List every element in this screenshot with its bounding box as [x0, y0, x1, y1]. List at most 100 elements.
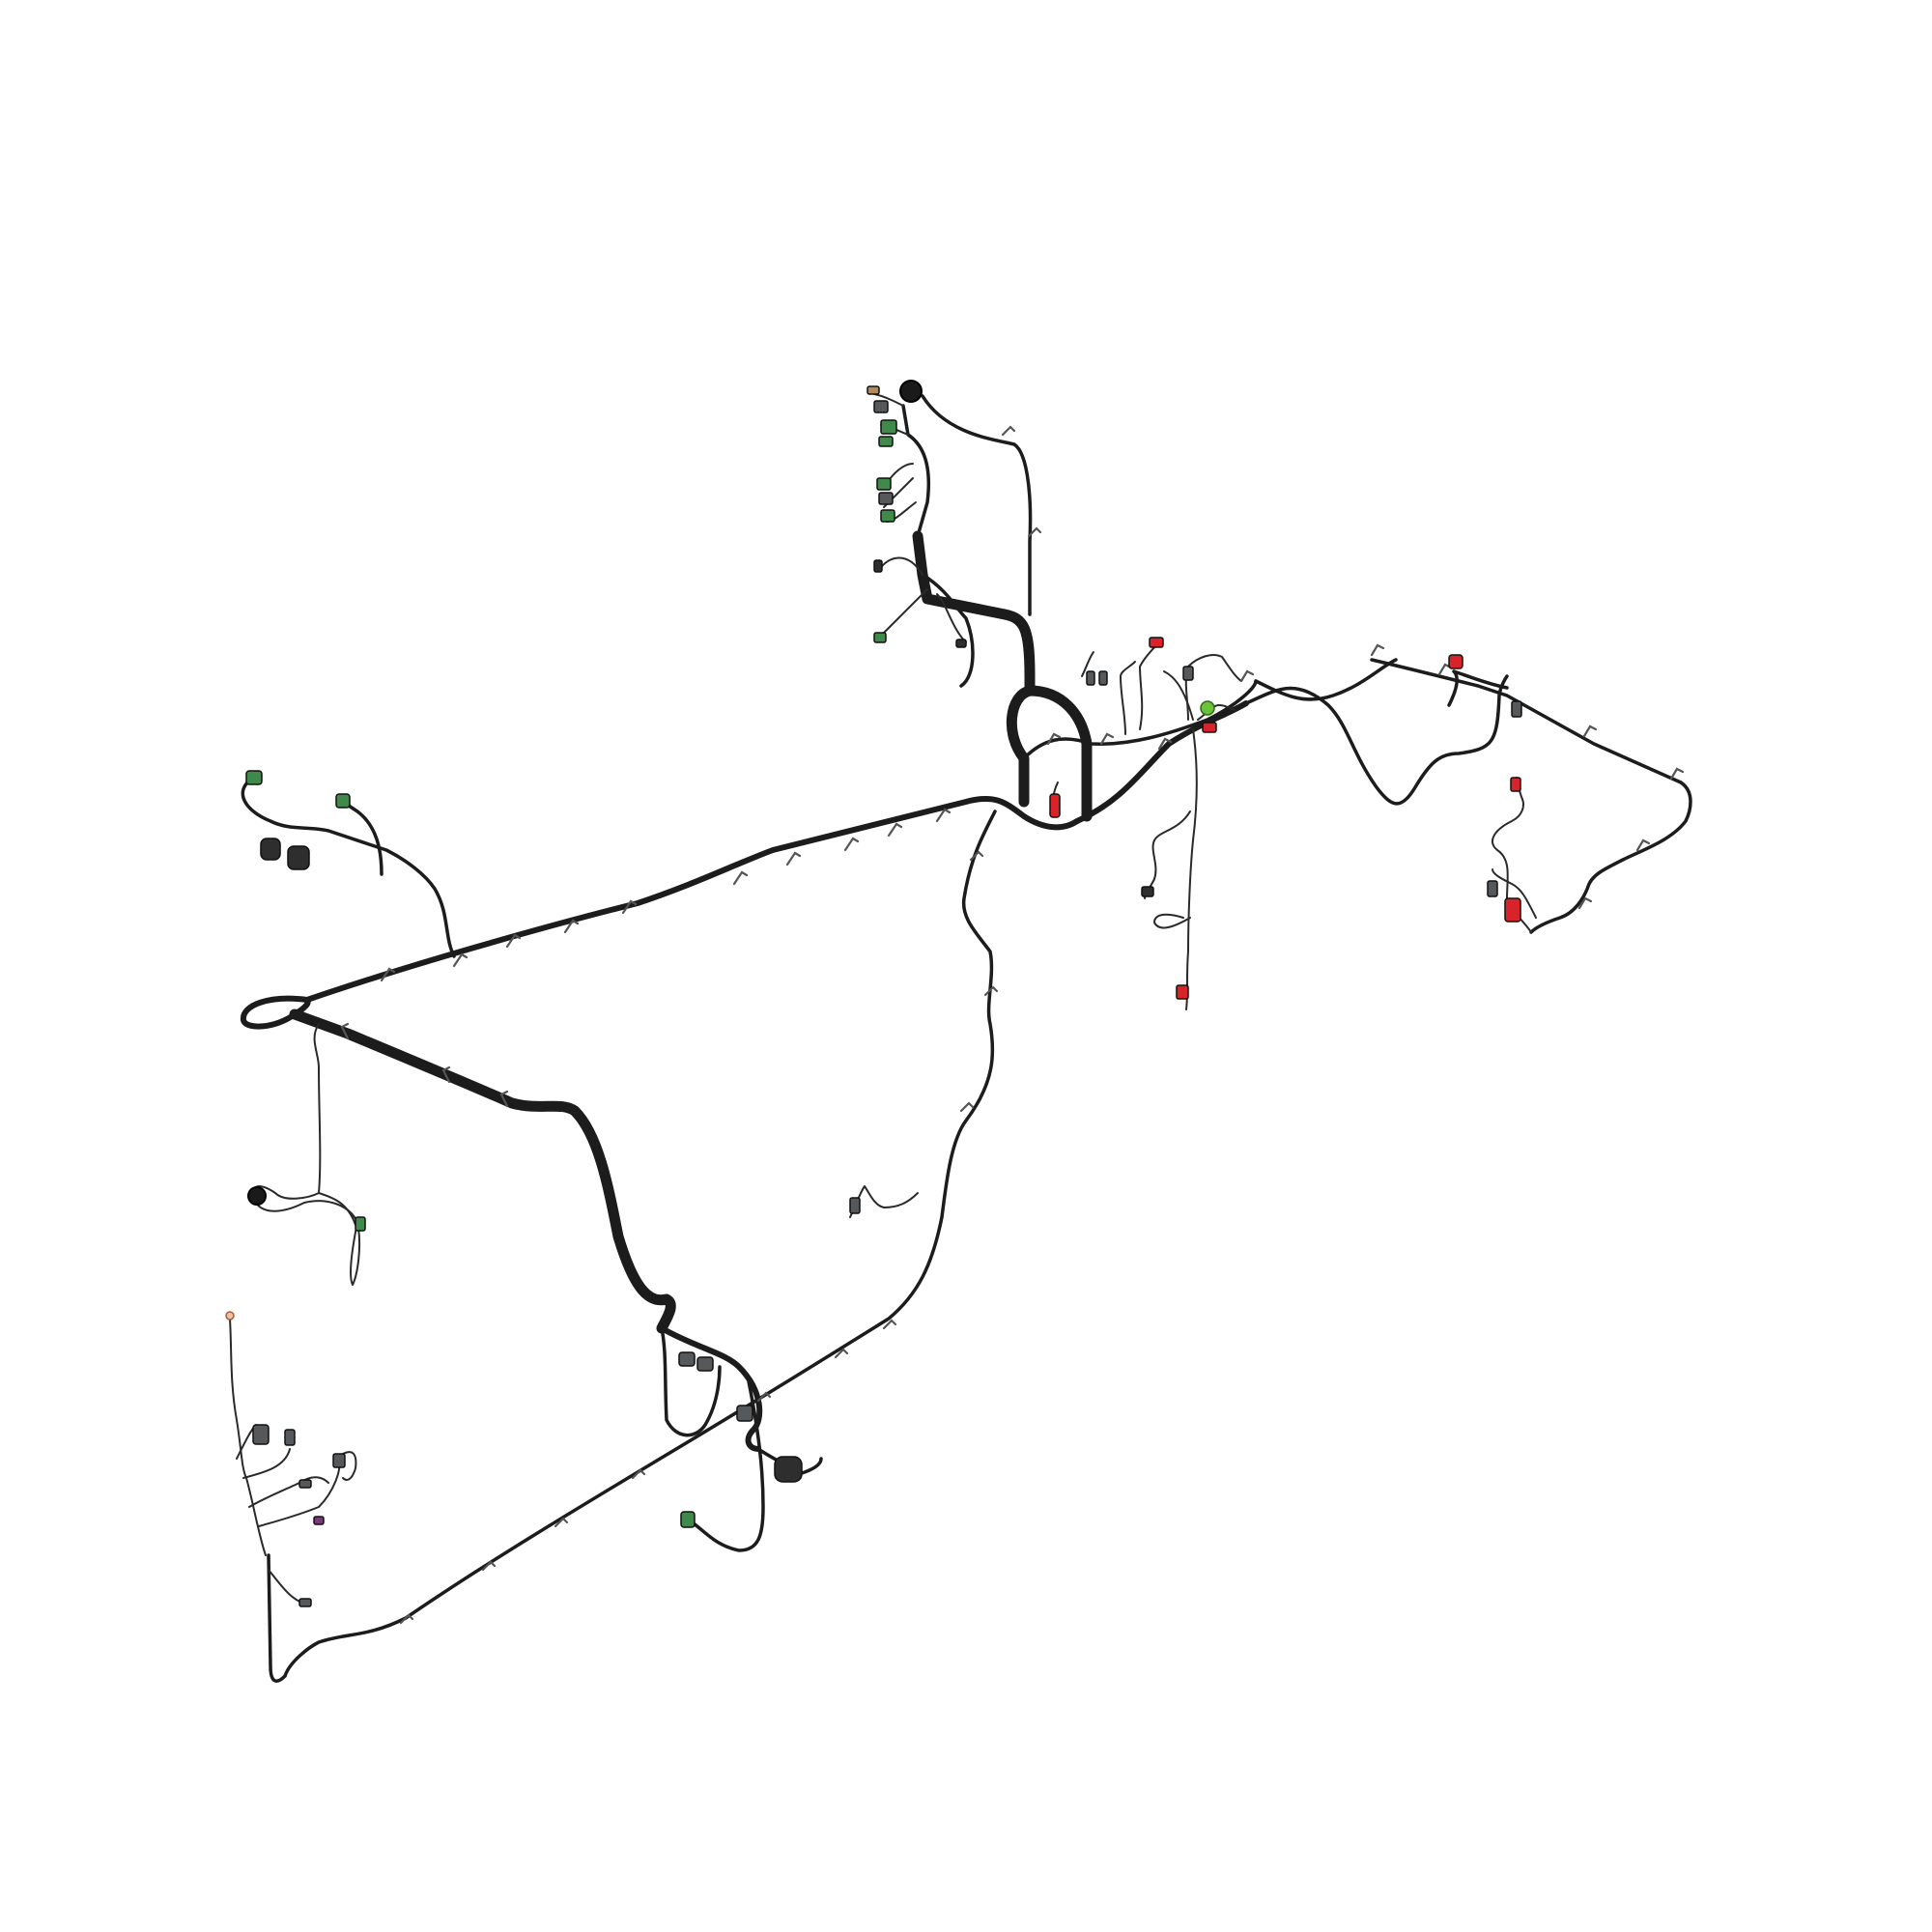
pigtail-connector-5 — [332, 1453, 346, 1468]
clip — [834, 1348, 849, 1359]
upper-right-trunk — [1022, 679, 1258, 760]
clip — [631, 1468, 646, 1480]
clip — [959, 1101, 975, 1113]
right-upper-arc — [1254, 658, 1398, 701]
right-connector-red-2 — [1510, 777, 1521, 792]
pigtail-connector-1 — [252, 1424, 270, 1445]
clip — [1157, 737, 1173, 751]
left-drop-stub — [318, 1192, 356, 1226]
left-branch-a — [241, 776, 456, 958]
upper-fan-8 — [883, 588, 928, 634]
left-connector-green-1 — [245, 770, 263, 785]
clip — [882, 1319, 897, 1330]
upper-connector-dark-1 — [873, 559, 883, 573]
lower-left-pigtail — [229, 1318, 267, 1556]
loop-connector-dark-5 — [849, 1197, 861, 1214]
pigtail-fan-5 — [342, 1451, 357, 1481]
upper-connector-green-5 — [878, 492, 894, 505]
clip — [1027, 526, 1042, 538]
clip — [452, 952, 469, 968]
clip — [756, 1391, 772, 1403]
clip — [1635, 838, 1651, 852]
clip — [1669, 767, 1685, 781]
right-red-y — [1447, 669, 1509, 707]
right-snake-trunk — [1244, 674, 1509, 806]
junction-connector-red-2 — [1149, 637, 1164, 648]
upper-connector-dark-2 — [873, 632, 887, 643]
clip — [340, 1022, 350, 1040]
left-drop-branch — [251, 1023, 361, 1286]
clip — [887, 822, 903, 838]
upper-fan-7 — [936, 593, 967, 643]
bottom-left-return — [267, 1553, 287, 1683]
junction-vertical-drop — [1185, 728, 1198, 1010]
clip — [505, 933, 522, 949]
clip — [1239, 669, 1255, 683]
clip — [1099, 732, 1115, 746]
clip — [441, 1065, 451, 1084]
lower-loop-trunk — [659, 1325, 763, 1452]
junction-loop — [1006, 685, 1093, 822]
junction-connector-dark-1 — [1086, 670, 1095, 686]
junction-drop-loop — [1153, 913, 1191, 929]
center-drop-trunk — [283, 810, 997, 1678]
pigtail-connector-6 — [298, 1598, 312, 1607]
clip — [380, 967, 396, 982]
left-drop-connector — [355, 1216, 366, 1232]
left-upper-trunk — [304, 795, 1080, 1003]
left-connector-green-2 — [335, 793, 351, 809]
clip-group — [340, 425, 1685, 1625]
right-connector-dark-1 — [1511, 700, 1522, 718]
clip — [983, 985, 999, 997]
left-connector-dark-1 — [260, 838, 281, 861]
clip — [1370, 643, 1385, 657]
junction-connector-dark-3 — [1182, 666, 1194, 681]
upper-connector-green-6 — [880, 509, 895, 523]
loop-connector-dark-3 — [736, 1405, 753, 1422]
junction-connector-red-4 — [1176, 984, 1189, 1000]
left-connector-dark-2 — [287, 845, 310, 870]
far-right-drop — [1529, 781, 1692, 934]
junction-connector-red-3 — [1202, 722, 1217, 733]
lower-loop-branch-1 — [660, 1326, 722, 1437]
right-run-drop-2 — [1492, 868, 1537, 919]
clip — [732, 870, 749, 886]
junction-connector-dark-4 — [1141, 886, 1154, 897]
junction-connector-green — [1200, 700, 1215, 716]
junction-branch-4 — [1184, 654, 1242, 721]
junction-branch-3 — [1139, 641, 1160, 730]
upper-stub-branch-1 — [901, 404, 930, 538]
left-hairpin-loop — [241, 995, 311, 1030]
junction-branch-1 — [1081, 651, 1094, 677]
junction-connector-red-1 — [1049, 793, 1061, 818]
vertical-upper-trunk — [912, 530, 1036, 696]
pigtail-fan-2 — [242, 1448, 291, 1479]
upper-round-connector — [899, 380, 923, 403]
upper-connector-dark-3 — [955, 639, 967, 648]
clip — [563, 919, 580, 934]
upper-long-loop — [921, 394, 1033, 616]
pigtail-fan-6 — [268, 1569, 305, 1605]
right-connector-dark-2 — [1487, 880, 1498, 897]
far-right-run — [1370, 658, 1683, 784]
junction-branch-2 — [1120, 661, 1136, 735]
loop-connector-dark-4 — [774, 1456, 803, 1483]
lower-loop-branch-2 — [689, 1379, 765, 1552]
clip — [1046, 732, 1062, 746]
loop-connector-green — [680, 1511, 696, 1528]
upper-connector-green-2 — [880, 419, 897, 435]
clip — [935, 808, 952, 823]
clip — [1582, 724, 1598, 738]
clip — [785, 851, 802, 867]
upper-connector-green-1 — [873, 400, 889, 413]
right-connector-red-3 — [1504, 897, 1521, 923]
lower-left-terminal — [225, 1311, 235, 1321]
loop-connector-dark-2 — [696, 1356, 714, 1372]
clip — [499, 1090, 509, 1108]
connector-group — [225, 380, 1522, 1607]
main-trunk-group — [241, 530, 1692, 1683]
branch-group — [229, 393, 1537, 1605]
clip — [1577, 896, 1593, 910]
junction-drop-side — [1144, 810, 1191, 899]
